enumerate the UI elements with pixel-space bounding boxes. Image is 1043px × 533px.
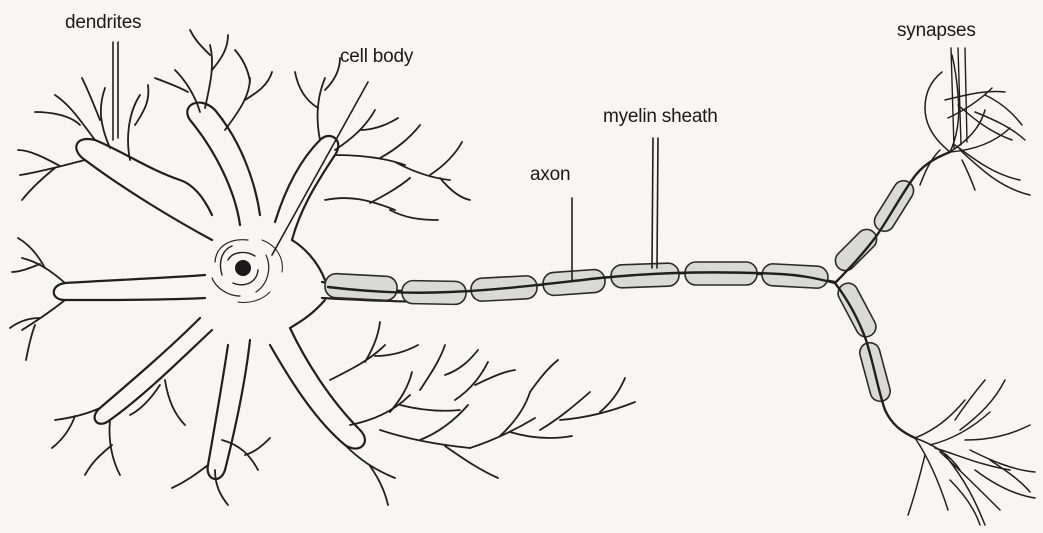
label-axon: axon: [530, 164, 570, 186]
synapse-terminals-lower: [908, 380, 1035, 525]
cell-body-leader: [272, 82, 368, 255]
dendrite-branches: [10, 30, 635, 505]
cell-body-outline: [54, 103, 365, 479]
myelin-sheath-segments: [324, 177, 917, 404]
label-synapses: synapses: [897, 20, 976, 42]
label-myelin-sheath: myelin sheath: [603, 106, 718, 128]
label-leader-lines: [113, 42, 658, 280]
nucleus: [212, 240, 282, 303]
synapse-terminals-upper: [920, 55, 1030, 195]
label-cell-body: cell body: [340, 46, 413, 68]
myelin-sheath-leader-2: [657, 138, 658, 268]
label-dendrites: dendrites: [65, 12, 141, 34]
myelin-sheath-leader: [652, 138, 653, 268]
